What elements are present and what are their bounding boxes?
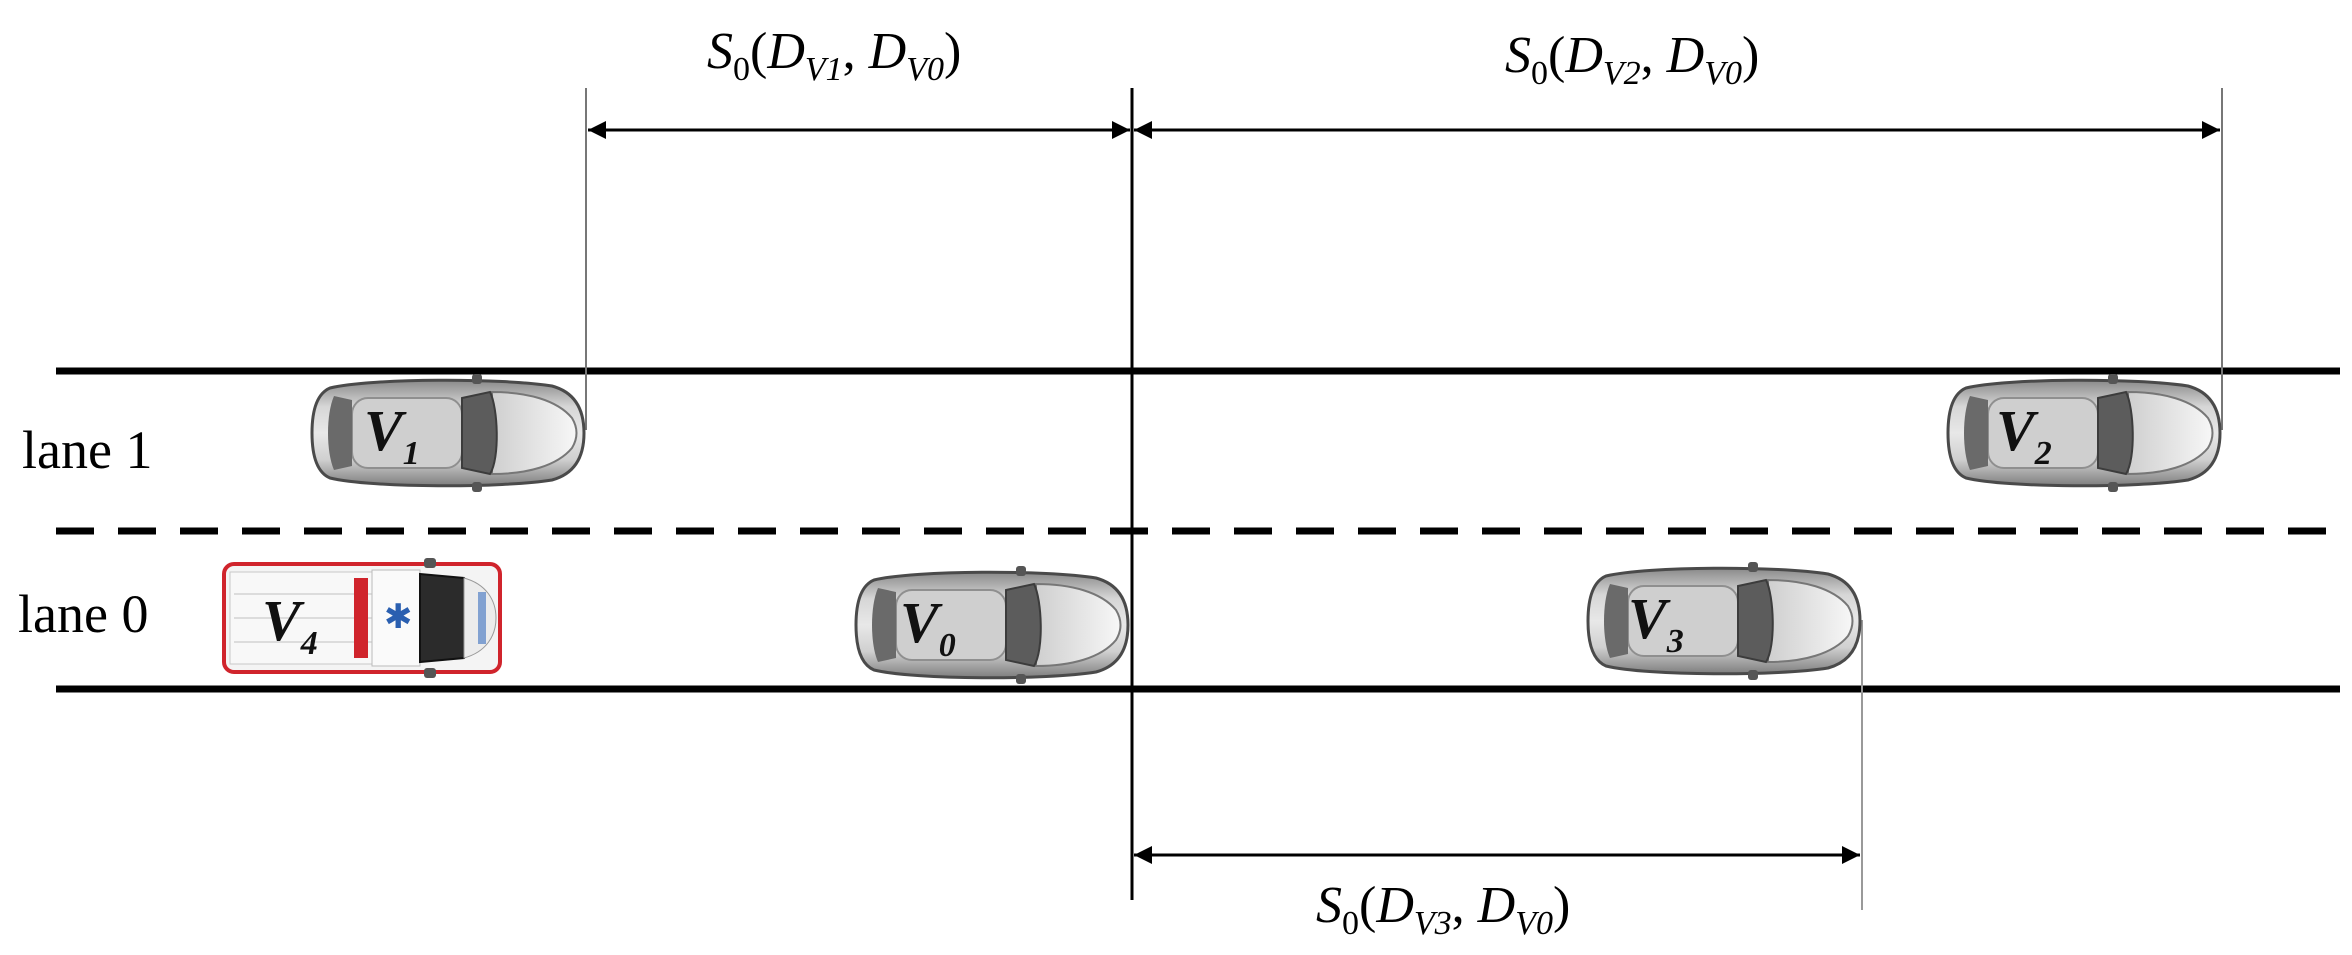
vehicle-v2: V2 bbox=[1946, 372, 2222, 494]
dimension-label-v3-v0: S0(DV3, DV0) bbox=[1316, 877, 1570, 942]
vehicle-v2-label: V2 bbox=[1996, 398, 2052, 472]
vehicle-v4-label: V4 bbox=[262, 588, 318, 662]
svg-text:✱: ✱ bbox=[384, 597, 413, 637]
dimension-label-v2-v0: S0(DV2, DV0) bbox=[1505, 27, 1759, 92]
vehicle-v0: V0 bbox=[854, 564, 1130, 686]
vehicle-v4-ambulance: ✱ V4 bbox=[222, 558, 502, 678]
lane-1-label: lane 1 bbox=[22, 420, 152, 480]
vehicle-v0-label: V0 bbox=[900, 590, 956, 664]
vehicle-v1-label: V1 bbox=[364, 398, 420, 472]
lane-0-label: lane 0 bbox=[18, 584, 148, 644]
vehicle-v1: V1 bbox=[310, 372, 586, 494]
vehicle-v3: V3 bbox=[1586, 560, 1862, 682]
dimension-label-v1-v0: S0(DV1, DV0) bbox=[707, 23, 961, 88]
vehicle-v3-label: V3 bbox=[1628, 586, 1684, 660]
